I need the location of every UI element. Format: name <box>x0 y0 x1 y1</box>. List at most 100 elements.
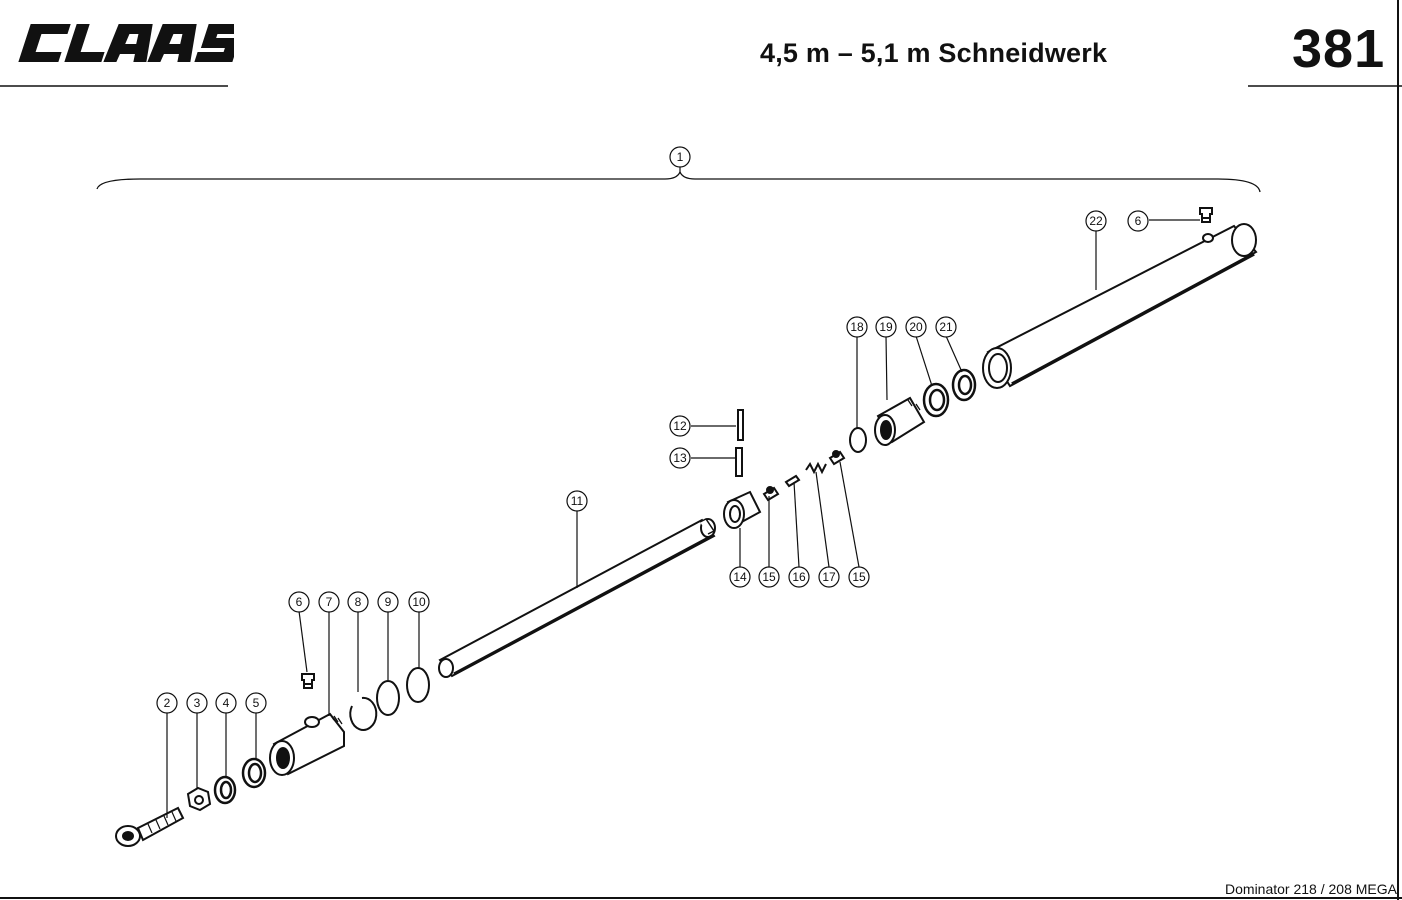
callout-17: 17 <box>818 566 840 588</box>
callout-1: 1 <box>669 146 691 168</box>
washer-icon <box>213 775 237 805</box>
callout-circle <box>408 591 430 613</box>
leader-lines <box>166 166 1200 818</box>
callout-circle <box>1085 210 1107 232</box>
o-ring-large-icon <box>406 667 430 703</box>
callout-9: 9 <box>377 591 399 613</box>
callout-7: 7 <box>318 591 340 613</box>
valve-part-icon <box>762 486 780 502</box>
callout-circle <box>875 316 897 338</box>
callout-18: 18 <box>846 316 868 338</box>
callout-22: 22 <box>1085 210 1107 232</box>
callout-circle <box>905 316 927 338</box>
callout-2: 2 <box>156 692 178 714</box>
snap-ring-icon <box>349 696 378 731</box>
bushing-icon <box>723 490 762 529</box>
piston-seal-icon <box>922 382 950 418</box>
grease-nipple-icon <box>301 673 315 689</box>
callout-6: 6 <box>288 591 310 613</box>
piston-icon <box>874 396 926 446</box>
callout-label: 7 <box>326 595 333 609</box>
callout-label: 11 <box>571 494 584 508</box>
callout-label: 12 <box>673 419 687 433</box>
callout-label: 8 <box>355 595 362 609</box>
o-ring-icon <box>376 680 400 716</box>
callout-14: 14 <box>729 566 751 588</box>
callout-19: 19 <box>875 316 897 338</box>
callout-15: 15 <box>758 566 780 588</box>
callout-circle <box>788 566 810 588</box>
callout-circle <box>846 316 868 338</box>
piston-rod-icon <box>438 518 716 678</box>
o-ring-piston-icon <box>849 427 867 453</box>
callout-label: 5 <box>253 696 260 710</box>
pin-icon <box>737 409 744 441</box>
callout-label: 4 <box>223 696 230 710</box>
callout-circle <box>848 566 870 588</box>
cylinder-tube-icon <box>982 223 1258 389</box>
callout-5: 5 <box>245 692 267 714</box>
callout-label: 21 <box>939 320 953 334</box>
callout-label: 9 <box>385 595 392 609</box>
callout-13: 13 <box>669 447 691 469</box>
claas-logo <box>18 24 234 62</box>
callout-label: 22 <box>1089 214 1103 228</box>
model-footer: Dominator 218 / 208 MEGA <box>1225 881 1397 897</box>
callout-circle <box>347 591 369 613</box>
callout-11: 11 <box>566 490 588 512</box>
callout-label: 14 <box>733 570 747 584</box>
callout-circle <box>669 415 691 437</box>
callout-label: 2 <box>164 696 171 710</box>
callout-20: 20 <box>905 316 927 338</box>
page-title: 4,5 m – 5,1 m Schneidwerk <box>760 38 1108 68</box>
callout-circle <box>288 591 310 613</box>
callout-circle <box>156 692 178 714</box>
callout-8: 8 <box>347 591 369 613</box>
callout-label: 15 <box>852 570 866 584</box>
callout-label: 10 <box>412 595 426 609</box>
valve-part-right-icon <box>828 450 846 466</box>
hex-nut-icon <box>186 786 212 812</box>
callout-circle <box>669 146 691 168</box>
callout-circle <box>377 591 399 613</box>
callout-6: 6 <box>1127 210 1149 232</box>
callout-label: 16 <box>792 570 806 584</box>
callout-label: 6 <box>296 595 303 609</box>
small-pin-icon <box>784 474 801 488</box>
callout-label: 17 <box>822 570 836 584</box>
callout-circle <box>215 692 237 714</box>
callout-label: 6 <box>1135 214 1142 228</box>
callout-circle <box>245 692 267 714</box>
callout-label: 1 <box>677 150 684 164</box>
callout-12: 12 <box>669 415 691 437</box>
callout-circle <box>729 566 751 588</box>
callout-label: 3 <box>194 696 201 710</box>
seal-ring-icon <box>241 757 267 789</box>
callout-label: 13 <box>673 451 687 465</box>
callout-4: 4 <box>215 692 237 714</box>
eye-bolt-icon <box>115 806 185 847</box>
callout-label: 20 <box>909 320 923 334</box>
callout-circle <box>935 316 957 338</box>
callout-label: 15 <box>762 570 776 584</box>
callout-label: 18 <box>850 320 864 334</box>
spring-icon <box>805 461 827 475</box>
grease-nipple-tube-icon <box>1199 207 1213 223</box>
guide-ring-icon <box>951 368 977 402</box>
pin-long-icon <box>735 447 743 477</box>
callout-label: 19 <box>879 320 893 334</box>
callout-circle <box>1127 210 1149 232</box>
callout-16: 16 <box>788 566 810 588</box>
callout-21: 21 <box>935 316 957 338</box>
callout-circle <box>818 566 840 588</box>
page-number: 381 <box>1292 19 1386 79</box>
callout-circle <box>318 591 340 613</box>
callout-10: 10 <box>408 591 430 613</box>
callout-circle <box>758 566 780 588</box>
callout-circle <box>566 490 588 512</box>
threaded-head-icon <box>269 712 345 776</box>
callout-circle <box>669 447 691 469</box>
